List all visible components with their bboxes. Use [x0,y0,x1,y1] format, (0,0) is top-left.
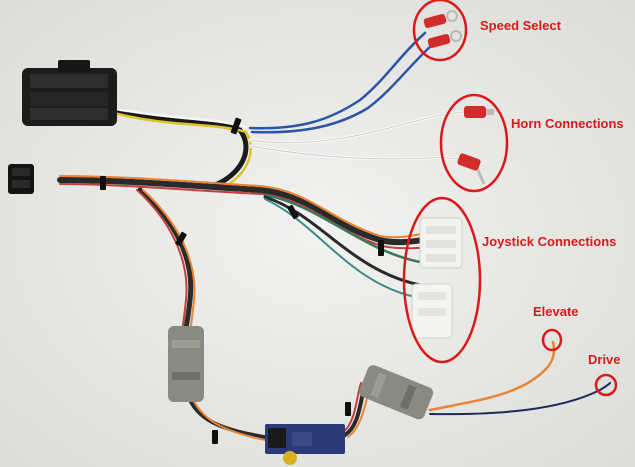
main-connector [22,60,117,126]
gray-connector-left [168,326,204,402]
small-connector [8,164,34,194]
speed-select-circle [412,0,468,62]
label-speed-select: Speed Select [480,18,561,33]
horn-connections-circle [439,93,509,193]
label-horn-connections: Horn Connections [511,116,624,131]
elevate-circle [541,328,563,352]
drive-circle [594,373,618,397]
speed-select-terminals [423,10,462,49]
joystick-connections-circle [402,196,482,364]
output-wires [428,340,611,416]
label-elevate: Elevate [533,304,579,319]
control-board [265,424,345,465]
annotation-circles [402,0,618,397]
gray-connector-right [359,365,434,420]
speed-select-wires [248,31,434,134]
joystick-connectors [411,217,463,339]
label-drive: Drive [588,352,621,367]
cable-ties [100,117,384,444]
label-joystick-connections: Joystick Connections [482,234,617,249]
horn-terminals [457,106,494,185]
